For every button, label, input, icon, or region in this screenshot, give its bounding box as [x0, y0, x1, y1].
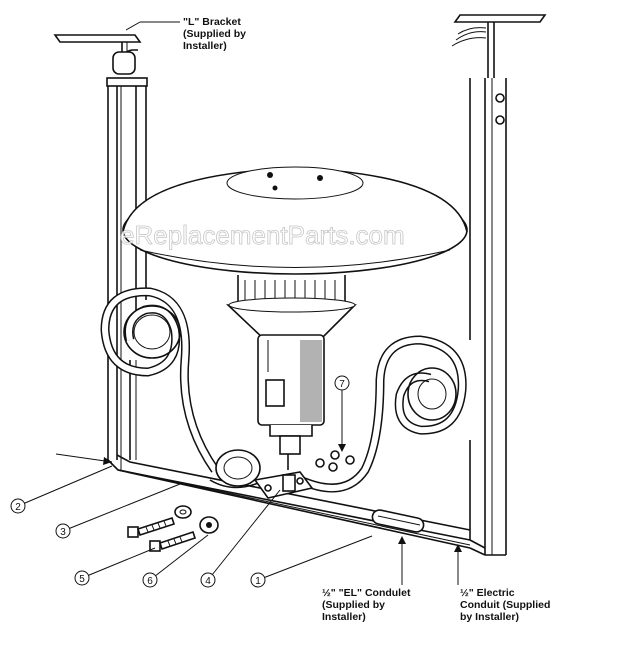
heater-reflector [122, 166, 468, 275]
label-electric-conduit: ½" Electric Conduit (Supplied by Install… [460, 587, 550, 623]
svg-text:2: 2 [15, 502, 21, 513]
leader-lines [17, 21, 462, 585]
bolt-5 [127, 516, 176, 538]
svg-text:(Supplied by: (Supplied by [322, 599, 385, 611]
callout-3: 3 [55, 523, 71, 539]
svg-text:(Supplied by: (Supplied by [183, 28, 246, 40]
callout-7: 7 [334, 375, 350, 391]
callout-5: 5 [74, 570, 90, 586]
label-l-bracket: "L" Bracket (Supplied by Installer) [183, 16, 246, 52]
left-vertical-pipe [106, 77, 148, 470]
hardware-nuts [315, 450, 355, 472]
svg-text:½" "EL" Condulet: ½" "EL" Condulet [322, 587, 411, 599]
washer [174, 505, 219, 534]
label-el-condulet: ½" "EL" Condulet (Supplied by Installer) [322, 587, 411, 623]
bottom-frame [107, 454, 486, 556]
svg-text:Conduit (Supplied: Conduit (Supplied [460, 599, 550, 611]
el-condulet [371, 509, 425, 533]
svg-text:4: 4 [205, 576, 211, 587]
mounting-plate [253, 471, 314, 499]
callout-1: 1 [250, 572, 266, 588]
callout-4: 4 [200, 572, 216, 588]
svg-text:3: 3 [60, 527, 66, 538]
watermark: eReplacementParts.com [120, 220, 405, 250]
right-scroll [298, 335, 467, 493]
svg-text:6: 6 [147, 576, 153, 587]
right-vertical-pipe [469, 78, 507, 556]
left-scroll [100, 287, 266, 489]
svg-text:Installer): Installer) [183, 40, 227, 52]
svg-text:½" Electric: ½" Electric [460, 587, 515, 599]
left-l-bracket [53, 34, 142, 75]
callout-6: 6 [142, 572, 158, 588]
svg-text:Installer): Installer) [322, 611, 366, 623]
burner-assembly [225, 275, 357, 470]
svg-text:"L" Bracket: "L" Bracket [183, 16, 241, 28]
svg-text:1: 1 [255, 576, 261, 587]
svg-text:by Installer): by Installer) [460, 611, 519, 623]
svg-text:5: 5 [79, 574, 85, 585]
svg-text:7: 7 [339, 379, 345, 390]
callout-2: 2 [10, 498, 26, 514]
bolt-6 [149, 530, 197, 552]
right-l-bracket [451, 14, 547, 78]
